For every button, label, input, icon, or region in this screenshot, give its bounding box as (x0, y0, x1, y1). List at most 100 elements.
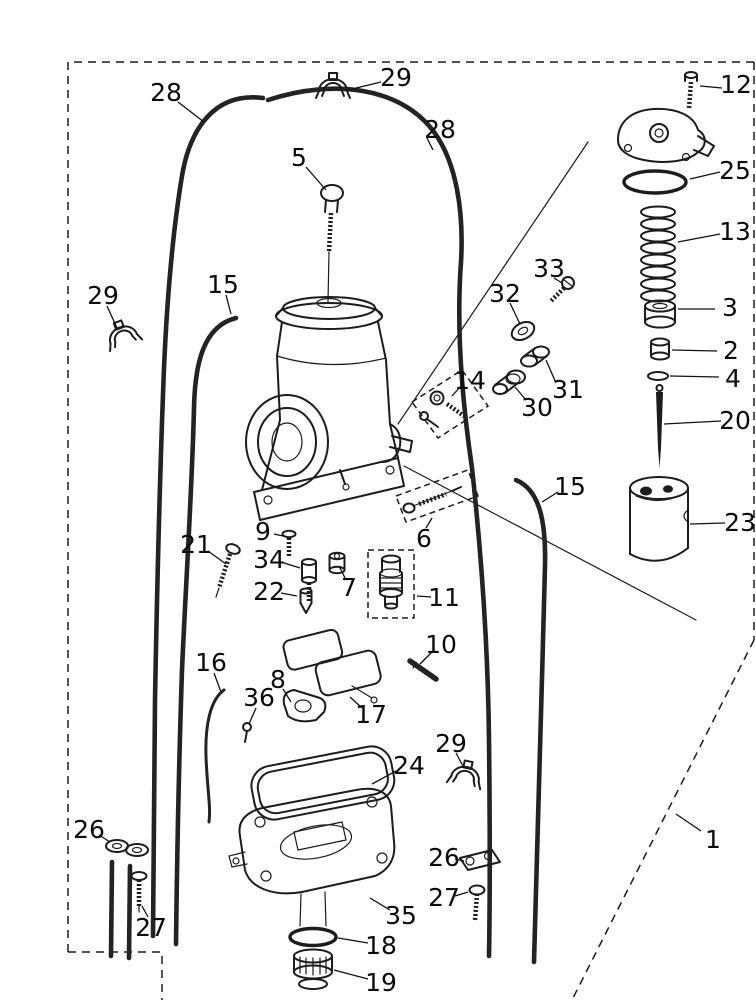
part-number-34-23: 34 (253, 545, 285, 574)
cover-screw-12 (684, 71, 698, 109)
drain-oring-18 (288, 926, 338, 948)
hose-clamp-bottom-icon (445, 756, 487, 791)
leader-line-21-21 (207, 550, 227, 565)
leader-line-9-22 (273, 533, 284, 537)
part-number-32-10: 32 (489, 279, 521, 308)
screw-9 (281, 529, 297, 556)
leader-line-25-5 (689, 171, 721, 180)
starter-plunger-34 (301, 558, 317, 601)
part-number-20-17: 20 (719, 406, 751, 435)
slide-spring-13 (640, 205, 676, 303)
part-number-7-24: 7 (341, 573, 357, 602)
part-number-26-36: 26 (428, 843, 460, 872)
leader-line-8-29 (282, 688, 292, 703)
top-cover-drawing (617, 107, 715, 163)
drain-plug-19 (293, 948, 333, 990)
leader-line-15-8 (225, 294, 232, 315)
leader-line-6-20 (425, 517, 433, 529)
leader-line-22-25 (280, 592, 298, 597)
leader-line-16-28 (213, 672, 222, 693)
leader-line-26-36 (454, 858, 465, 862)
part-number-19-41: 19 (365, 968, 397, 997)
part-number-2-12: 2 (723, 336, 739, 365)
part-number-28-3: 28 (424, 115, 456, 144)
part-number-16-28: 16 (195, 648, 227, 677)
part-number-23-19: 23 (724, 508, 756, 537)
jet-30 (492, 369, 526, 395)
pilot-screw-set-14 (410, 368, 490, 440)
part-number-18-40: 18 (365, 931, 397, 960)
vent-hoses (108, 86, 548, 965)
screw-27-left (130, 871, 148, 913)
part-number-9-22: 9 (255, 517, 271, 546)
stop-screw-set-6 (395, 469, 479, 523)
leader-line-32-10 (509, 302, 521, 325)
leader-line-18-40 (337, 937, 369, 944)
leader-line-29-32 (455, 752, 465, 769)
needle-holder-3 (644, 299, 676, 329)
leader-line-10-27 (419, 651, 433, 665)
hose-stub-1 (108, 859, 115, 959)
part-number-29-32: 29 (435, 729, 467, 758)
part-number-35-38: 35 (385, 901, 417, 930)
hose-clamp-top-icon (315, 72, 351, 99)
part-number-10-27: 10 (425, 630, 457, 659)
floats-17 (282, 628, 382, 704)
leader-line-7-24 (338, 565, 346, 579)
part-number-5-4: 5 (291, 143, 307, 172)
collar-31 (520, 345, 550, 368)
part-number-22-25: 22 (253, 577, 285, 606)
valve-seat-bracket-8 (282, 689, 327, 723)
screw-21 (215, 543, 241, 598)
throttle-slide-23 (629, 476, 689, 562)
leader-line-5-4 (305, 166, 327, 191)
jet-needle-20 (655, 384, 664, 468)
part-number-6-20: 6 (416, 524, 432, 553)
sleeve-7 (328, 551, 346, 575)
bowl-gasket-24 (250, 745, 396, 821)
leader-line-2-12 (671, 349, 718, 352)
leader-line-34-23 (280, 561, 301, 569)
hose-right-28 (265, 86, 493, 959)
leader-line-13-6 (677, 233, 721, 243)
part-number-4-14: 4 (725, 364, 741, 393)
leader-line-27-37 (454, 891, 469, 897)
part-number-24-33: 24 (393, 751, 425, 780)
leader-line-28-0 (177, 101, 205, 123)
leader-line-29-7 (106, 305, 118, 329)
leader-line-33-9 (553, 277, 563, 284)
leader-line-20-17 (663, 420, 722, 425)
leader-line-19-41 (333, 969, 369, 980)
hose-left-15 (173, 315, 239, 947)
leader-line-28-3 (426, 137, 434, 151)
float-pin-10 (407, 658, 439, 682)
hose-left-28 (150, 95, 266, 939)
figure-boundary-dashed (67, 61, 755, 1000)
leader-line-30-15 (514, 386, 527, 401)
cable-adjuster-screw-5 (320, 184, 344, 303)
leader-line-17-31 (349, 696, 363, 709)
part-number-21-21: 21 (180, 530, 212, 559)
leader-line-12-2 (699, 85, 723, 89)
needle-valve-22 (299, 587, 313, 614)
part-number-29-7: 29 (87, 281, 119, 310)
leader-line-27-39 (141, 905, 149, 918)
part-number-15-18: 15 (554, 472, 586, 501)
part-number-3-11: 3 (722, 293, 738, 322)
main-jet-set-11 (367, 549, 415, 619)
part-number-31-13: 31 (552, 375, 584, 404)
leader-line-24-33 (371, 770, 397, 785)
part-number-25-5: 25 (719, 156, 751, 185)
hose-stub-2 (126, 863, 133, 961)
part-number-14-16: 14 (454, 366, 486, 395)
leader-line-1-35 (675, 813, 702, 832)
part-number-36-30: 36 (243, 683, 275, 712)
washers-26-left (105, 839, 149, 857)
part-number-15-8: 15 (207, 270, 239, 299)
needle-seat-2 (650, 337, 670, 361)
part-number-17-31: 17 (355, 700, 387, 729)
part-number-12-2: 12 (720, 70, 752, 99)
